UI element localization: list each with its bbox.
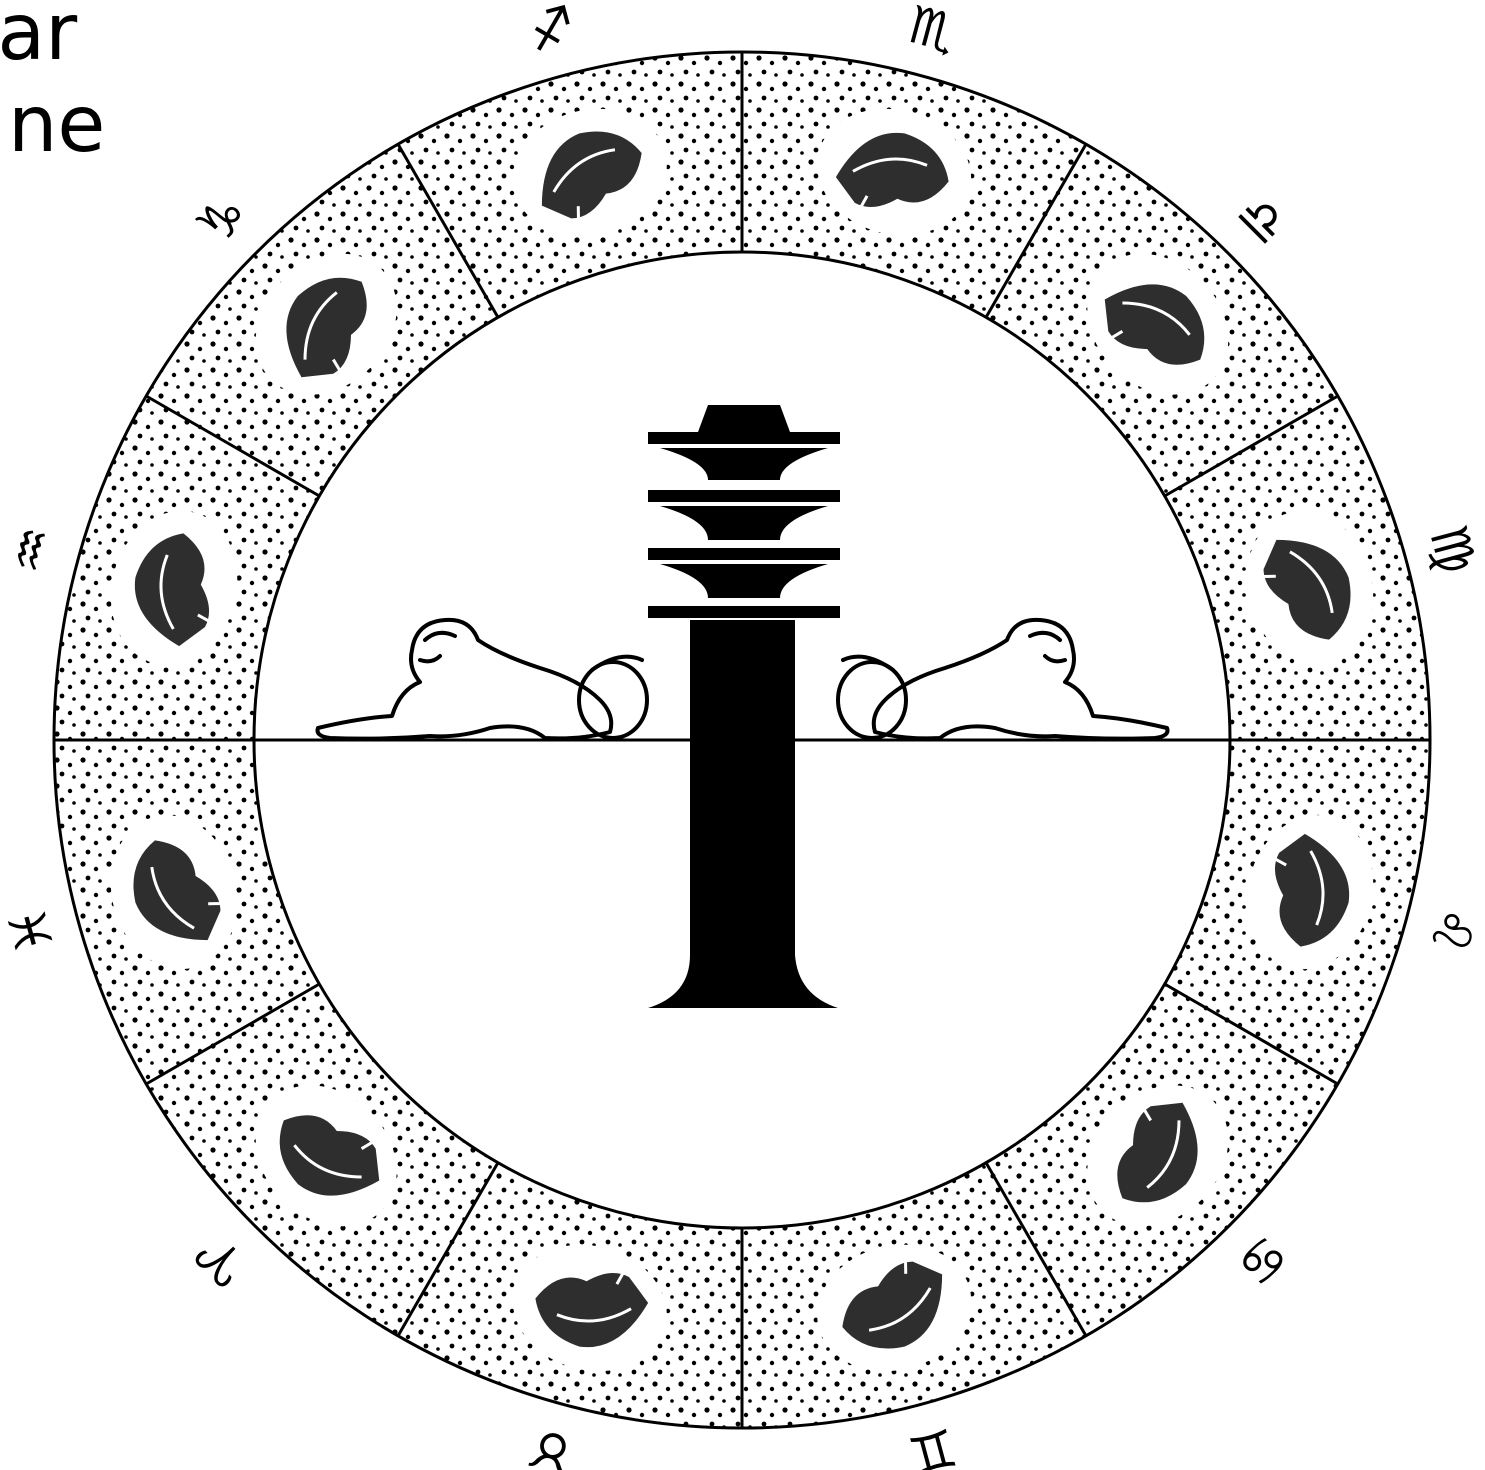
zodiac-wheel: ♐♏♎♍♌♋♊♉♈♓♒♑ [0, 0, 1485, 1470]
